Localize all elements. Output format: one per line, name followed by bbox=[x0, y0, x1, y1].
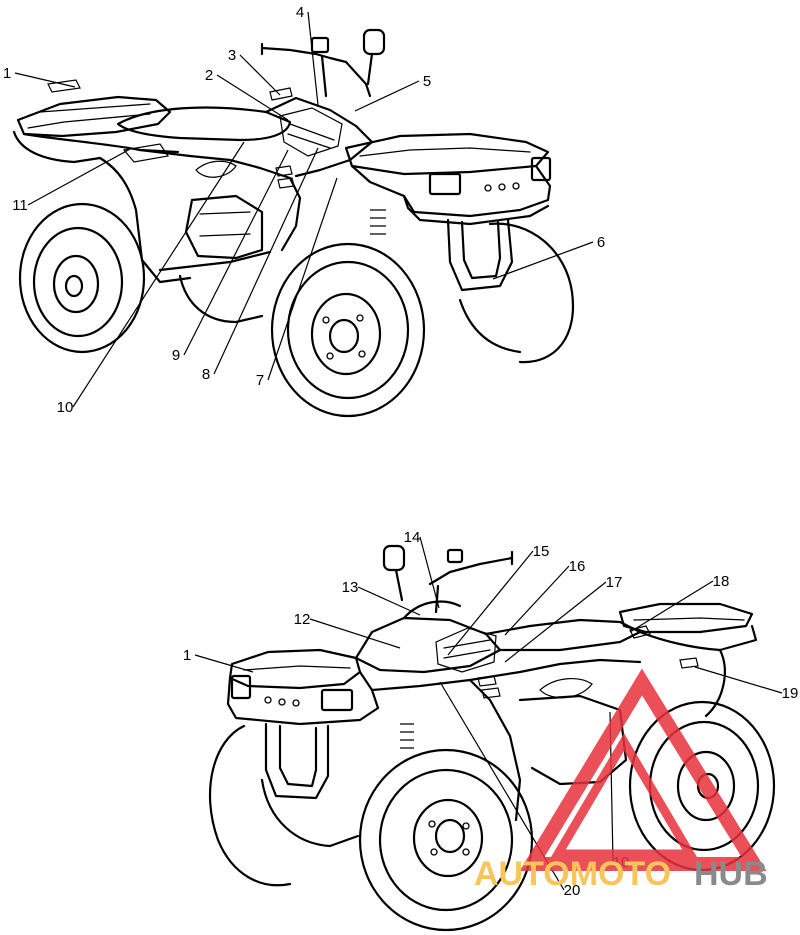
watermark-text-automoto: AUTOMOTO bbox=[474, 855, 671, 893]
callout-number: 7 bbox=[256, 372, 264, 389]
callout-leader-3 bbox=[239, 54, 281, 96]
callout-leader-1 bbox=[14, 72, 76, 88]
callout-leader-16 bbox=[504, 565, 570, 636]
callout-leader-2 bbox=[216, 74, 289, 121]
callout-leader-4 bbox=[307, 11, 319, 106]
callout-number: 1 bbox=[3, 65, 11, 82]
callout-number: 9 bbox=[172, 347, 180, 364]
callout-number: 4 bbox=[296, 4, 304, 21]
callout-number: 20 bbox=[564, 882, 581, 899]
callout-leader-11 bbox=[27, 147, 133, 206]
callout-leader-9 bbox=[183, 149, 289, 356]
watermark-triangle-logo bbox=[519, 668, 767, 871]
callout-leader-18 bbox=[629, 580, 714, 633]
callout-leader-13 bbox=[357, 586, 421, 616]
callout-leader-1 bbox=[194, 654, 254, 673]
callout-leader-8 bbox=[213, 147, 319, 375]
callout-number: 11 bbox=[12, 197, 28, 214]
atv-illustration-front bbox=[12, 28, 575, 418]
callout-leader-7 bbox=[267, 177, 338, 381]
callout-number: 17 bbox=[606, 574, 623, 591]
callout-leader-5 bbox=[354, 80, 420, 112]
automotohub-watermark: AUTOMOTO HUB bbox=[474, 668, 768, 893]
callout-leader-15 bbox=[447, 550, 534, 656]
atv-illustration-rear bbox=[208, 544, 776, 932]
callout-number: 14 bbox=[404, 529, 421, 546]
callout-number: 19 bbox=[782, 685, 799, 702]
callout-leader-17 bbox=[504, 581, 607, 663]
callout-number: 3 bbox=[228, 47, 236, 64]
callout-number: 6 bbox=[597, 234, 605, 251]
callout-number: 18 bbox=[713, 573, 730, 590]
callout-leader-6 bbox=[492, 241, 594, 280]
callout-number: 5 bbox=[423, 73, 431, 90]
callout-leader-10 bbox=[72, 141, 245, 408]
callout-leaders bbox=[14, 11, 783, 891]
callout-number: 10 bbox=[57, 399, 74, 416]
callout-number: 15 bbox=[533, 543, 550, 560]
callout-number: 12 bbox=[294, 611, 311, 628]
callout-number: 2 bbox=[205, 67, 213, 84]
callout-number: 13 bbox=[342, 579, 359, 596]
callout-leader-14 bbox=[419, 536, 440, 609]
callout-leader-12 bbox=[309, 618, 401, 649]
callout-number: 16 bbox=[569, 558, 586, 575]
callout-number: 8 bbox=[202, 366, 210, 383]
callout-leader-19 bbox=[694, 666, 783, 694]
watermark-text-hub: HUB bbox=[694, 855, 768, 893]
callout-number: 1 bbox=[183, 647, 191, 664]
